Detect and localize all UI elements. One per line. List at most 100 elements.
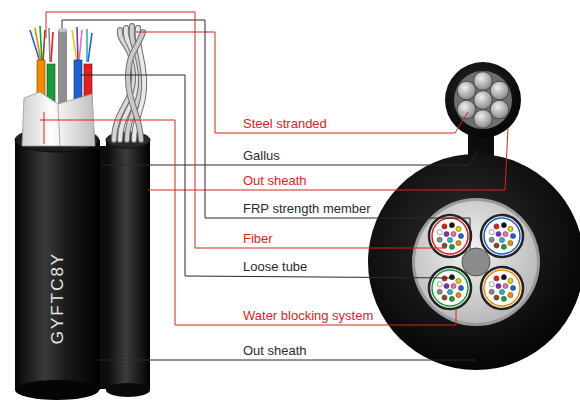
frp-section — [462, 248, 490, 276]
fiber-dot — [449, 275, 454, 280]
fiber-dot — [489, 289, 494, 294]
fiber — [51, 32, 53, 62]
wire — [128, 32, 143, 140]
part-label: Fiber — [243, 231, 273, 246]
part-label: Steel stranded — [243, 116, 327, 131]
tube-wall — [481, 267, 523, 309]
tube-wall — [429, 215, 471, 257]
illustration-part — [474, 72, 493, 91]
illustration-part — [474, 91, 493, 110]
fiber-dot — [458, 233, 463, 238]
cross-section — [368, 62, 580, 370]
leader-line — [103, 150, 478, 165]
fiber-dot — [501, 275, 506, 280]
fiber-dot — [501, 244, 506, 249]
tape-seam — [58, 104, 60, 146]
fiber-dot — [456, 226, 461, 231]
tube-color — [432, 218, 468, 254]
fiber-dot — [508, 292, 513, 297]
fiber-dot — [437, 230, 442, 235]
core — [415, 201, 537, 323]
steel-strands — [114, 26, 144, 140]
tube-color — [432, 270, 468, 306]
steel-wires — [457, 72, 509, 129]
leader-line — [148, 128, 508, 190]
loose-tube-section — [481, 215, 523, 257]
fiber — [49, 28, 50, 62]
fiber-dot — [508, 226, 513, 231]
leader-line — [62, 20, 470, 250]
messenger-bottom — [106, 383, 150, 397]
fiber — [88, 33, 92, 62]
part-label: Out sheath — [243, 343, 307, 358]
fiber-dot — [489, 230, 494, 235]
fiber-dot — [496, 283, 501, 288]
fiber-dot — [442, 243, 447, 248]
illustration-part — [457, 100, 476, 119]
loose-tube-section — [429, 215, 471, 257]
fiber-dot — [503, 283, 508, 288]
fiber-dot — [508, 240, 513, 245]
fiber-dot — [449, 244, 454, 249]
fiber-dot — [447, 237, 452, 242]
part-label: Out sheath — [243, 173, 307, 188]
illustration-part — [490, 100, 509, 119]
fiber-dot — [449, 223, 454, 228]
fiber — [77, 27, 78, 62]
tube-color — [484, 218, 520, 254]
fiber — [72, 30, 77, 62]
fiber-dot — [503, 231, 508, 236]
fiber-dot — [501, 296, 506, 301]
fiber-dot — [442, 224, 447, 229]
loose-tube-section — [429, 267, 471, 309]
fiber-dot — [451, 283, 456, 288]
fiber-dot — [437, 237, 442, 242]
main-cylinder — [15, 128, 100, 400]
tube-wall — [481, 215, 523, 257]
fiber — [79, 30, 82, 62]
messenger-cylinder — [106, 132, 150, 397]
loose-tube-section — [481, 267, 523, 309]
leader-line — [97, 360, 476, 361]
illustration-part — [490, 81, 509, 100]
tube-sections — [429, 215, 523, 309]
fiber-dot — [456, 292, 461, 297]
illustration-part — [474, 110, 493, 129]
fiber-dot — [456, 240, 461, 245]
illustration-part — [457, 81, 476, 100]
main-bottom — [15, 380, 99, 400]
fiber-dot — [510, 233, 515, 238]
part-label: Gallus — [243, 148, 280, 163]
fiber-dot — [437, 282, 442, 287]
illustration-part — [128, 32, 143, 140]
messenger-sheath — [445, 62, 521, 138]
leader-line — [80, 75, 455, 278]
fiber-dot — [449, 296, 454, 301]
fiber-dot — [494, 295, 499, 300]
leader-line — [40, 120, 456, 325]
water-blocking-tape — [22, 92, 95, 146]
fiber-dot — [510, 285, 515, 290]
fiber — [40, 26, 42, 62]
part-label: Water blocking system — [243, 308, 373, 323]
part-label: Loose tube — [243, 259, 307, 274]
fiber-dot — [444, 283, 449, 288]
fiber-dot — [442, 295, 447, 300]
fiber-dot — [501, 223, 506, 228]
fiber-dot — [489, 237, 494, 242]
messenger-body — [106, 140, 150, 390]
fiber-dot — [499, 237, 504, 242]
fiber-dot — [496, 231, 501, 236]
fiber-dot — [442, 276, 447, 281]
leader-line — [46, 12, 446, 248]
main-sheath — [368, 154, 580, 370]
fiber-dot — [451, 231, 456, 236]
fiber-dot — [508, 278, 513, 283]
fiber-dot — [494, 276, 499, 281]
fiber-dot — [447, 289, 452, 294]
cable-marking: GYFTC8Y — [48, 252, 67, 344]
fiber-dot — [456, 278, 461, 283]
frp-rod — [58, 28, 67, 105]
fiber — [43, 30, 45, 62]
